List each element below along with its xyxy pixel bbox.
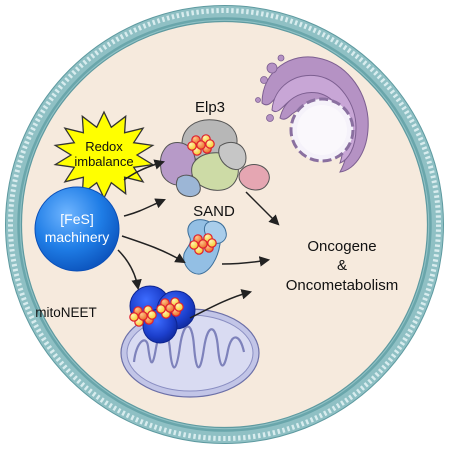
redox-label-line1: Redox [85,139,123,154]
arrows [117,159,280,319]
arrow-icon [121,235,186,264]
fes-cluster-icon [129,305,157,327]
elp3-label: Elp3 [195,99,225,116]
fes-sphere-icon: [FeS] machinery [34,186,120,272]
fes-cluster-icon [187,134,215,156]
nucleus-vesicle [289,97,355,163]
sulfur-atom [156,304,166,314]
fes-cluster-icon [156,297,184,319]
vesicle-icon [255,54,285,122]
iron-atom [198,239,208,249]
mitoneet-label: mitoNEET [35,305,97,320]
sulfur-atom [189,240,199,250]
sand-label: SAND [193,203,235,220]
iron-atom [165,303,175,313]
arrow-icon [189,289,253,319]
sulfur-atom [187,141,197,151]
redox-label-line2: imbalance [74,154,133,169]
sulfur-atom [147,310,157,320]
fes-label-line2: machinery [45,229,110,245]
sulfur-atom [129,312,139,322]
arrow-icon [123,198,166,217]
outcome-line2: & [337,257,347,274]
fes-label-line1: [FeS] [60,211,93,227]
outcome-label: Oncogene & Oncometabolism [286,238,399,294]
sulfur-atom [205,139,215,149]
arrow-icon [117,249,142,291]
iron-atom [196,140,206,150]
arrow-icon [221,256,271,267]
arrow-icon [123,159,166,181]
outcome-line1: Oncogene [307,238,376,255]
outcome-line3: Oncometabolism [286,277,399,294]
fes-cluster-icon [189,233,217,255]
sulfur-atom [207,238,217,248]
iron-atom [138,311,148,321]
sulfur-atom [174,302,184,312]
arrow-icon [245,191,280,226]
